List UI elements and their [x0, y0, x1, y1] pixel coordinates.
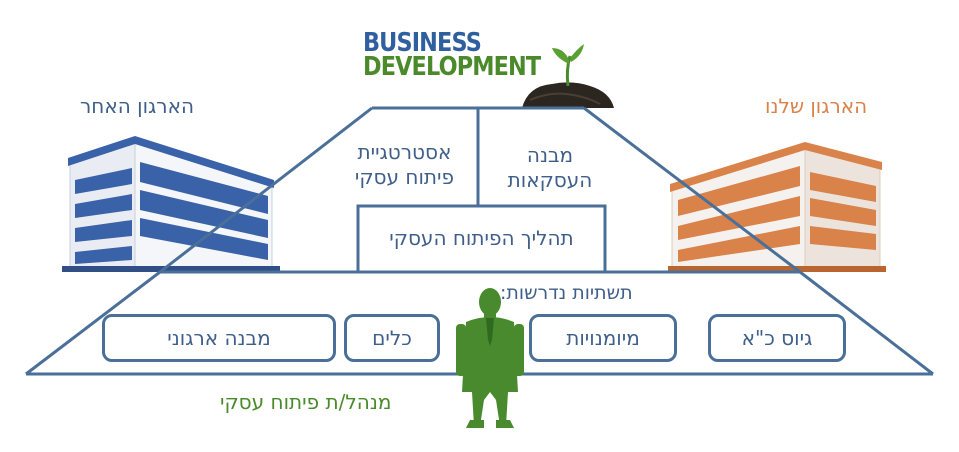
infra-item-recruitment: גיוס כ"א: [708, 314, 846, 362]
infrastructure-title: תשתיות נדרשות:: [500, 282, 633, 304]
logo-business-text: BUSINESS: [363, 28, 482, 58]
right-building-icon: [668, 142, 886, 272]
infra-item-skills: מיומנויות: [529, 314, 677, 362]
deal-structure-line-1: מבנה: [526, 143, 574, 167]
strategy-label: אסטרטגיית פיתוח עסקי: [355, 140, 454, 190]
deal-structure-label: מבנה העסקאות: [500, 143, 600, 193]
manager-label: מנהל/ת פיתוח עסקי: [220, 390, 392, 414]
strategy-line-1: אסטרטגיית: [357, 140, 452, 164]
left-building-label: הארגון האחר: [80, 94, 195, 118]
right-building-label: הארגון שלנו: [765, 94, 868, 118]
left-building-icon: [62, 136, 280, 272]
strategy-line-2: פיתוח עסקי: [354, 165, 454, 189]
businessman-icon: [456, 288, 524, 428]
infra-item-tools: כלים: [344, 314, 440, 362]
logo-development-text: DEVELOPMENT: [363, 52, 541, 82]
process-box: [356, 204, 607, 274]
infra-item-org-structure: מבנה ארגוני: [102, 314, 336, 362]
deal-structure-line-2: העסקאות: [507, 168, 593, 192]
process-label: תהליך הפיתוח העסקי: [389, 226, 574, 250]
soil-sprout-icon: [522, 44, 614, 108]
